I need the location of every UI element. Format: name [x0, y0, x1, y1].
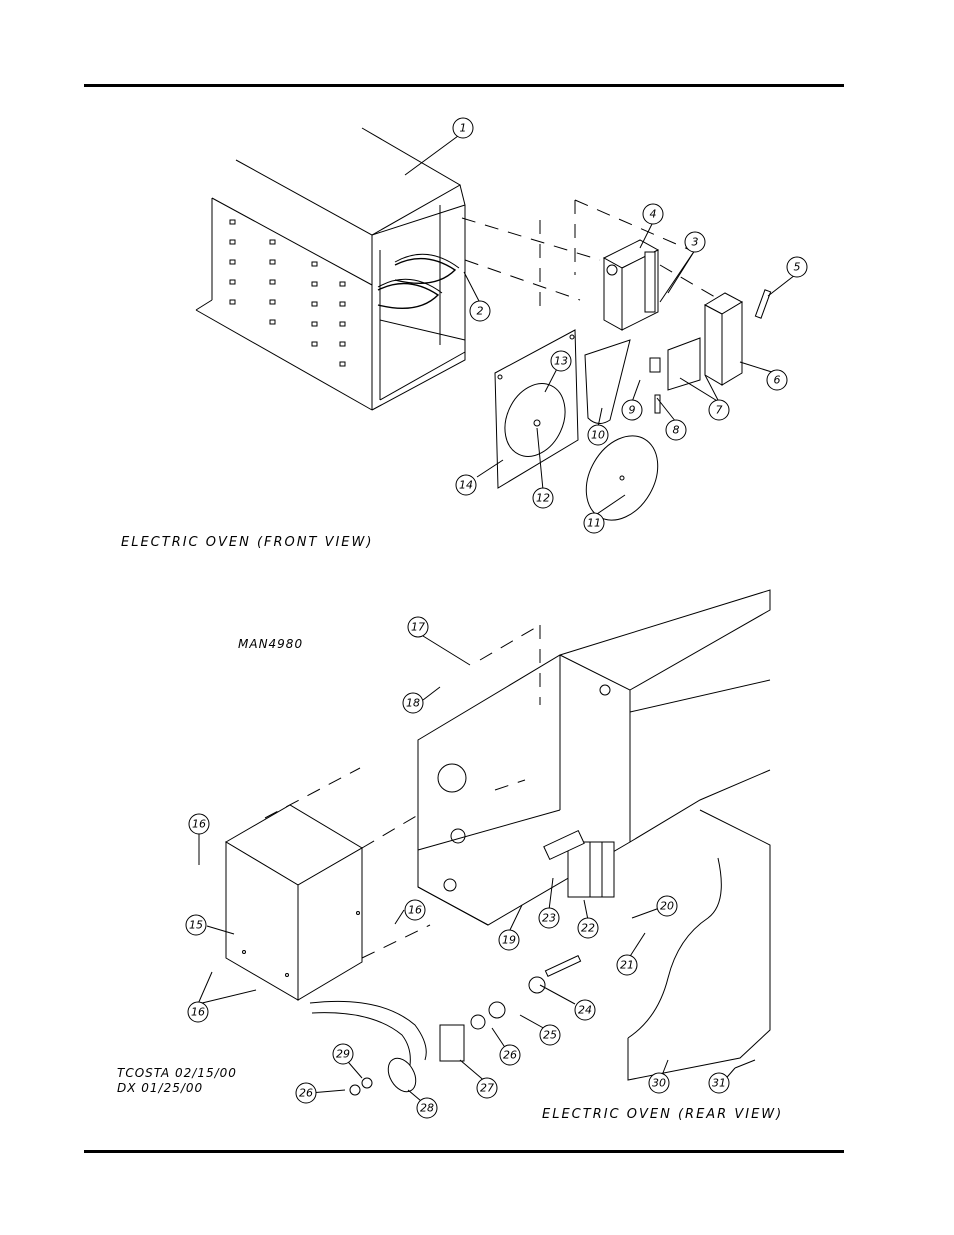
- svg-text:3: 3: [692, 236, 699, 249]
- svg-text:1: 1: [460, 122, 467, 135]
- callout-7: 7: [708, 399, 730, 421]
- front-view-drawing: [195, 127, 772, 521]
- rear-cover-box: [225, 804, 363, 1001]
- callout-19: 19: [498, 929, 520, 951]
- callout-16b: 16: [404, 899, 426, 921]
- callout-bubbles: 1 2 3 4 5 6 7 8 9 10 11 12 13 14 15 16 1…: [185, 117, 808, 1119]
- callout-10: 10: [587, 424, 609, 446]
- mounting-bracket: [602, 239, 660, 331]
- svg-text:10: 10: [591, 429, 605, 442]
- callout-leaders: [197, 135, 796, 1107]
- callout-23: 23: [538, 907, 560, 929]
- revision-note-2: DX 01/25/00: [117, 1081, 203, 1095]
- terminal-block: [543, 829, 615, 898]
- svg-text:21: 21: [620, 959, 634, 972]
- front-view-caption: ELECTRIC OVEN (FRONT VIEW): [121, 535, 373, 550]
- callout-15: 15: [185, 914, 207, 936]
- oven-housing: [195, 127, 466, 411]
- callout-1: 1: [452, 117, 474, 139]
- callout-4: 4: [642, 203, 664, 225]
- callout-25: 25: [539, 1024, 561, 1046]
- svg-text:31: 31: [712, 1077, 726, 1090]
- callout-31: 31: [708, 1072, 730, 1094]
- callout-11: 11: [583, 512, 605, 534]
- svg-text:22: 22: [581, 922, 595, 935]
- svg-text:4: 4: [650, 208, 657, 221]
- svg-text:16: 16: [192, 818, 206, 831]
- top-rule: [84, 84, 844, 87]
- callout-28: 28: [416, 1097, 438, 1119]
- svg-text:28: 28: [420, 1102, 434, 1115]
- bottom-rule: [84, 1150, 844, 1153]
- rear-view-caption: ELECTRIC OVEN (REAR VIEW): [542, 1107, 783, 1122]
- svg-text:5: 5: [794, 261, 801, 274]
- callout-16c: 16: [187, 1001, 209, 1023]
- callout-22: 22: [577, 917, 599, 939]
- callout-20: 20: [656, 895, 678, 917]
- rear-housing: [627, 809, 771, 1081]
- callout-29: 29: [332, 1043, 354, 1065]
- callout-2: 2: [469, 300, 491, 322]
- callout-24: 24: [574, 999, 596, 1021]
- svg-text:17: 17: [411, 621, 425, 634]
- svg-text:27: 27: [480, 1082, 494, 1095]
- conduit: [309, 955, 582, 1096]
- svg-text:16: 16: [408, 904, 422, 917]
- drawing-number: MAN4980: [238, 637, 303, 651]
- fan-bracket: [584, 339, 631, 424]
- callout-26a: 26: [499, 1044, 521, 1066]
- callout-30: 30: [648, 1072, 670, 1094]
- svg-text:12: 12: [536, 492, 550, 505]
- svg-text:24: 24: [578, 1004, 592, 1017]
- callout-21: 21: [616, 954, 638, 976]
- svg-text:25: 25: [543, 1029, 557, 1042]
- svg-text:9: 9: [629, 404, 636, 417]
- svg-text:18: 18: [406, 697, 420, 710]
- svg-text:15: 15: [189, 919, 203, 932]
- revision-note-1: TCOSTA 02/15/00: [117, 1066, 237, 1080]
- svg-text:11: 11: [587, 517, 601, 530]
- heating-element: [377, 253, 460, 310]
- svg-text:16: 16: [191, 1006, 205, 1019]
- callout-17: 17: [407, 616, 429, 638]
- callout-16a: 16: [188, 813, 210, 835]
- svg-text:2: 2: [477, 305, 484, 318]
- svg-text:14: 14: [459, 479, 473, 492]
- svg-text:23: 23: [542, 912, 556, 925]
- svg-text:13: 13: [554, 355, 568, 368]
- callout-27: 27: [476, 1077, 498, 1099]
- callout-18: 18: [402, 692, 424, 714]
- svg-text:20: 20: [660, 900, 674, 913]
- callout-6: 6: [766, 369, 788, 391]
- callout-9: 9: [621, 399, 643, 421]
- callout-13: 13: [550, 350, 572, 372]
- callout-14: 14: [455, 474, 477, 496]
- svg-text:6: 6: [774, 374, 781, 387]
- callout-5: 5: [786, 256, 808, 278]
- junction-box: [667, 292, 744, 391]
- svg-text:29: 29: [336, 1048, 350, 1061]
- vent-slots: [229, 219, 346, 367]
- callout-3: 3: [684, 231, 706, 253]
- svg-text:30: 30: [652, 1077, 666, 1090]
- svg-text:19: 19: [502, 934, 516, 947]
- svg-text:26: 26: [299, 1087, 313, 1100]
- rear-view-drawing: [225, 589, 771, 1096]
- svg-text:7: 7: [716, 404, 723, 417]
- svg-text:8: 8: [673, 424, 680, 437]
- callout-26b: 26: [295, 1082, 317, 1104]
- svg-text:26: 26: [503, 1049, 517, 1062]
- callout-12: 12: [532, 487, 554, 509]
- callout-8: 8: [665, 419, 687, 441]
